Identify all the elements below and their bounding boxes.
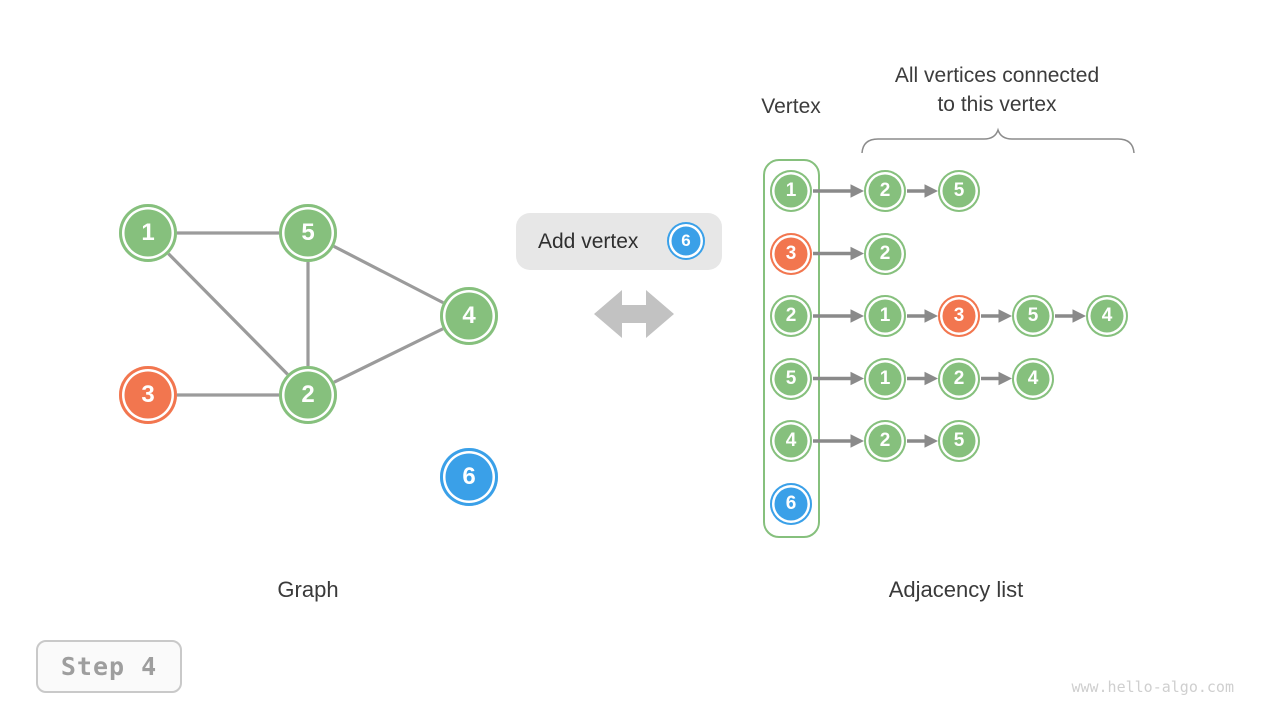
connected-header-line1: All vertices connected [894, 64, 1100, 87]
adj-neighbor-node: 4 [1086, 295, 1128, 337]
curly-brace [861, 127, 1135, 154]
adj-neighbor-node: 2 [864, 170, 906, 212]
graph-node-2: 2 [279, 366, 337, 424]
adj-neighbor-node: 4 [1012, 357, 1054, 400]
connected-header-line2: to this vertex [937, 93, 1057, 116]
adj-neighbor-node: 1 [864, 357, 906, 400]
adj-neighbor-node: 5 [1012, 295, 1054, 337]
adj-vertex-node-6: 6 [770, 482, 812, 525]
adj-neighbor-node: 2 [864, 420, 906, 462]
adj-neighbor-node: 5 [938, 420, 980, 462]
vertex-column-header: Vertex [761, 95, 821, 118]
add-vertex-label: Add vertex [538, 229, 639, 253]
step-badge: Step 4 [36, 640, 182, 693]
adj-vertex-node-5: 5 [770, 357, 812, 400]
graph-node-1: 1 [119, 204, 177, 262]
adj-neighbor-node: 3 [938, 295, 980, 337]
adj-vertex-node-1: 1 [770, 170, 812, 212]
adj-vertex-node-2: 2 [770, 295, 812, 337]
graph-node-3: 3 [119, 366, 177, 424]
adj-neighbor-node: 2 [864, 232, 906, 275]
step-badge-label: Step 4 [60, 652, 158, 681]
connected-vertices-header: All vertices connected to this vertex [895, 61, 1099, 119]
adj-vertex-node-4: 4 [770, 420, 812, 462]
adj-vertex-node-3: 3 [770, 232, 812, 275]
adj-neighbor-node: 1 [864, 295, 906, 337]
graph-edge [146, 231, 310, 397]
graph-caption: Graph [277, 577, 339, 602]
watermark: www.hello-algo.com [1071, 678, 1234, 696]
adjacency-list-caption: Adjacency list [888, 577, 1024, 602]
graph-node-6: 6 [440, 448, 498, 506]
graph-node-5: 5 [279, 204, 337, 262]
add-vertex-badge: 6 [667, 222, 705, 260]
vertex-column-box [763, 159, 820, 538]
double-arrow-icon [594, 290, 674, 338]
graph-node-4: 4 [440, 287, 498, 345]
adj-neighbor-node: 2 [938, 357, 980, 400]
adj-neighbor-node: 5 [938, 170, 980, 212]
